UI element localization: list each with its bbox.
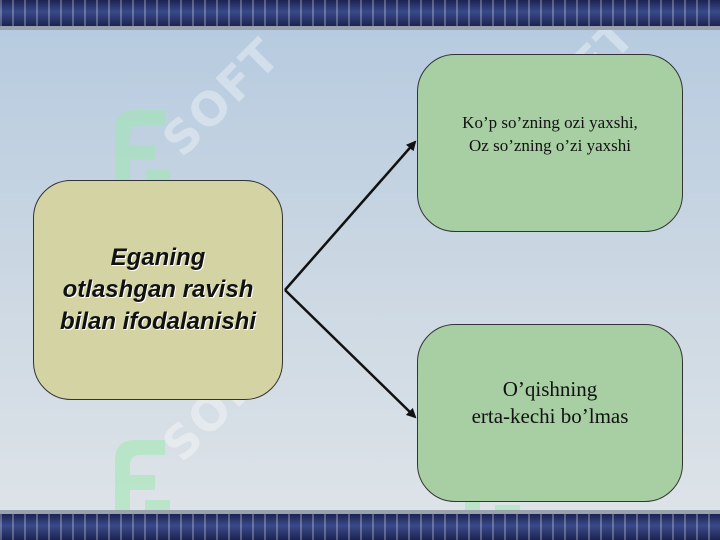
bottom-border-decoration bbox=[0, 514, 720, 540]
bottom-example-line: erta-kechi bo’lmas bbox=[471, 404, 629, 428]
top-example-line: Ko’p so’zning ozi yaxshi, bbox=[462, 113, 638, 132]
bottom-example-line: O’qishning bbox=[502, 377, 598, 401]
main-concept-text: Eganing otlashgan ravish bilan ifodalani… bbox=[60, 242, 256, 338]
top-border-decoration bbox=[0, 0, 720, 26]
bottom-example-text: O’qishning erta-kechi bo’lmas bbox=[472, 376, 629, 430]
main-concept-line: bilan ifodalanishi bbox=[59, 308, 257, 335]
bottom-example-box: O’qishning erta-kechi bo’lmas bbox=[417, 324, 683, 502]
watermark-logo-icon bbox=[115, 440, 170, 510]
main-concept-line: Eganing bbox=[110, 244, 206, 271]
main-concept-line: otlashgan ravish bbox=[62, 276, 254, 303]
top-example-box: Ko’p so’zning ozi yaxshi, Oz so’zning o’… bbox=[417, 54, 683, 232]
top-example-line: Oz so’zning o’zi yaxshi bbox=[469, 136, 631, 155]
top-example-text: Ko’p so’zning ozi yaxshi, Oz so’zning o’… bbox=[462, 111, 638, 157]
main-concept-box: Eganing otlashgan ravish bilan ifodalani… bbox=[33, 180, 283, 400]
